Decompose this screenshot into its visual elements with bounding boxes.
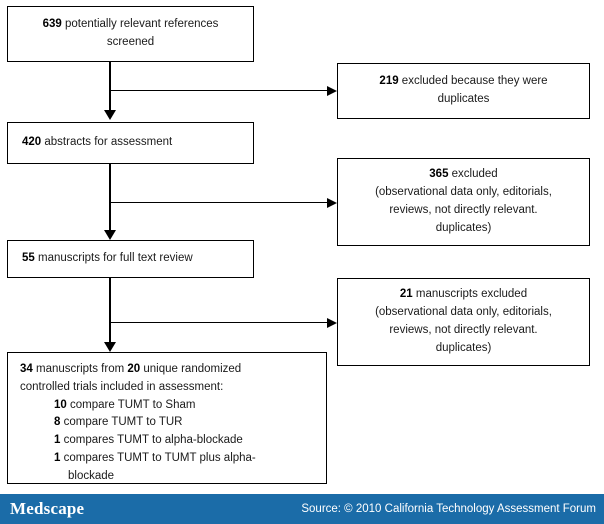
box-excluded-duplicates-line1-text: excluded because they were xyxy=(398,75,548,88)
box-abstracts-assessment-line1: 420 abstracts for assessment xyxy=(22,134,239,152)
arrowhead-right-to-excluded-21 xyxy=(327,318,337,328)
box-excluded-21-line1-text: manuscripts excluded xyxy=(412,288,528,301)
footer-bar: Medscape Source: © 2010 California Techn… xyxy=(0,494,604,524)
arrowhead-right-to-excluded-365 xyxy=(327,198,337,208)
box-excluded-21-line4: duplicates) xyxy=(435,341,492,354)
source-attribution: Source: © 2010 California Technology Ass… xyxy=(301,503,596,515)
count-10: 10 xyxy=(54,398,67,411)
count-365: 365 xyxy=(429,168,449,181)
box-references-screened-line1-text: potentially relevant references xyxy=(61,18,219,31)
connector-vline-screened-to-abstracts xyxy=(109,62,111,110)
arrowhead-down-to-included xyxy=(104,342,116,352)
box-included-manuscripts: 34 manuscripts from 20 unique randomized… xyxy=(7,352,327,484)
connector-hline-to-excluded-21 xyxy=(110,322,327,323)
box-references-screened-line1: 639 potentially relevant references xyxy=(22,16,239,34)
connector-hline-to-excluded-duplicates xyxy=(110,90,327,91)
box-excluded-duplicates: 219 excluded because they were duplicate… xyxy=(337,63,590,119)
box-manuscripts-full-text-review-line1-text: manuscripts for full text review xyxy=(34,252,193,265)
box-abstracts-assessment: 420 abstracts for assessment xyxy=(7,122,254,164)
arrowhead-right-to-excluded-duplicates xyxy=(327,86,337,96)
box-excluded-365-line3: reviews, not directly relevant. xyxy=(389,204,538,216)
box-excluded-365-line1: 365 excluded xyxy=(348,166,579,184)
box-included-line1-mid: manuscripts from xyxy=(32,363,128,375)
box-abstracts-assessment-line1-text: abstracts for assessment xyxy=(41,136,173,149)
box-included-line1: 34 manuscripts from 20 unique randomized xyxy=(20,361,316,379)
box-included-item-3-text: compares TUMT to alpha-blockade xyxy=(60,434,243,447)
box-included-item-4-text: compares TUMT to TUMT plus alpha- xyxy=(60,452,256,465)
connector-hline-to-excluded-365 xyxy=(110,202,327,203)
count-34: 34 xyxy=(20,363,33,375)
box-manuscripts-full-text-review: 55 manuscripts for full text review xyxy=(7,240,254,278)
box-included-line1-rest: unique randomized xyxy=(140,363,242,375)
count-420: 420 xyxy=(22,136,42,149)
box-included-item-4: 1 compares TUMT to TUMT plus alpha- xyxy=(20,450,316,468)
box-references-screened-line2: screened xyxy=(106,36,155,48)
connector-vline-abstracts-to-manuscripts xyxy=(109,164,111,230)
box-included-item-2: 8 compare TUMT to TUR xyxy=(20,414,316,432)
count-219: 219 xyxy=(379,75,399,88)
box-excluded-365-line4: duplicates) xyxy=(435,221,492,234)
box-excluded-21-line1: 21 manuscripts excluded xyxy=(348,286,579,304)
box-included-item-3: 1 compares TUMT to alpha-blockade xyxy=(20,432,316,450)
box-excluded-duplicates-line1: 219 excluded because they were xyxy=(352,73,575,91)
count-21: 21 xyxy=(399,288,413,301)
box-excluded-duplicates-line2: duplicates xyxy=(437,93,490,105)
medscape-logo: Medscape xyxy=(10,499,85,518)
box-included-item-4-continuation: blockade xyxy=(68,469,115,482)
arrowhead-down-to-abstracts xyxy=(104,110,116,120)
count-20: 20 xyxy=(127,363,141,375)
box-excluded-365-line1-text: excluded xyxy=(448,168,498,181)
count-1-alpha: 1 xyxy=(54,434,61,447)
box-included-item-2-text: compare TUMT to TUR xyxy=(60,416,183,429)
box-included-line2: controlled trials included in assessment… xyxy=(20,380,224,393)
connector-vline-manuscripts-to-included xyxy=(109,278,111,342)
box-included-item-1-text: compare TUMT to Sham xyxy=(66,398,196,411)
box-excluded-365-line2: (observational data only, editorials, xyxy=(375,186,552,199)
box-excluded-21-line3: reviews, not directly relevant. xyxy=(389,324,538,336)
box-excluded-21: 21 manuscripts excluded (observational d… xyxy=(337,278,590,366)
arrowhead-down-to-manuscripts xyxy=(104,230,116,240)
box-excluded-365: 365 excluded (observational data only, e… xyxy=(337,158,590,246)
box-included-item-1: 10 compare TUMT to Sham xyxy=(20,397,316,415)
count-1-tumt-plus: 1 xyxy=(54,452,61,465)
count-55: 55 xyxy=(22,252,35,265)
count-8: 8 xyxy=(54,416,61,429)
box-manuscripts-full-text-review-line1: 55 manuscripts for full text review xyxy=(22,250,239,268)
box-references-screened: 639 potentially relevant references scre… xyxy=(7,6,254,62)
count-639: 639 xyxy=(42,18,62,31)
box-excluded-21-line2: (observational data only, editorials, xyxy=(375,306,552,319)
